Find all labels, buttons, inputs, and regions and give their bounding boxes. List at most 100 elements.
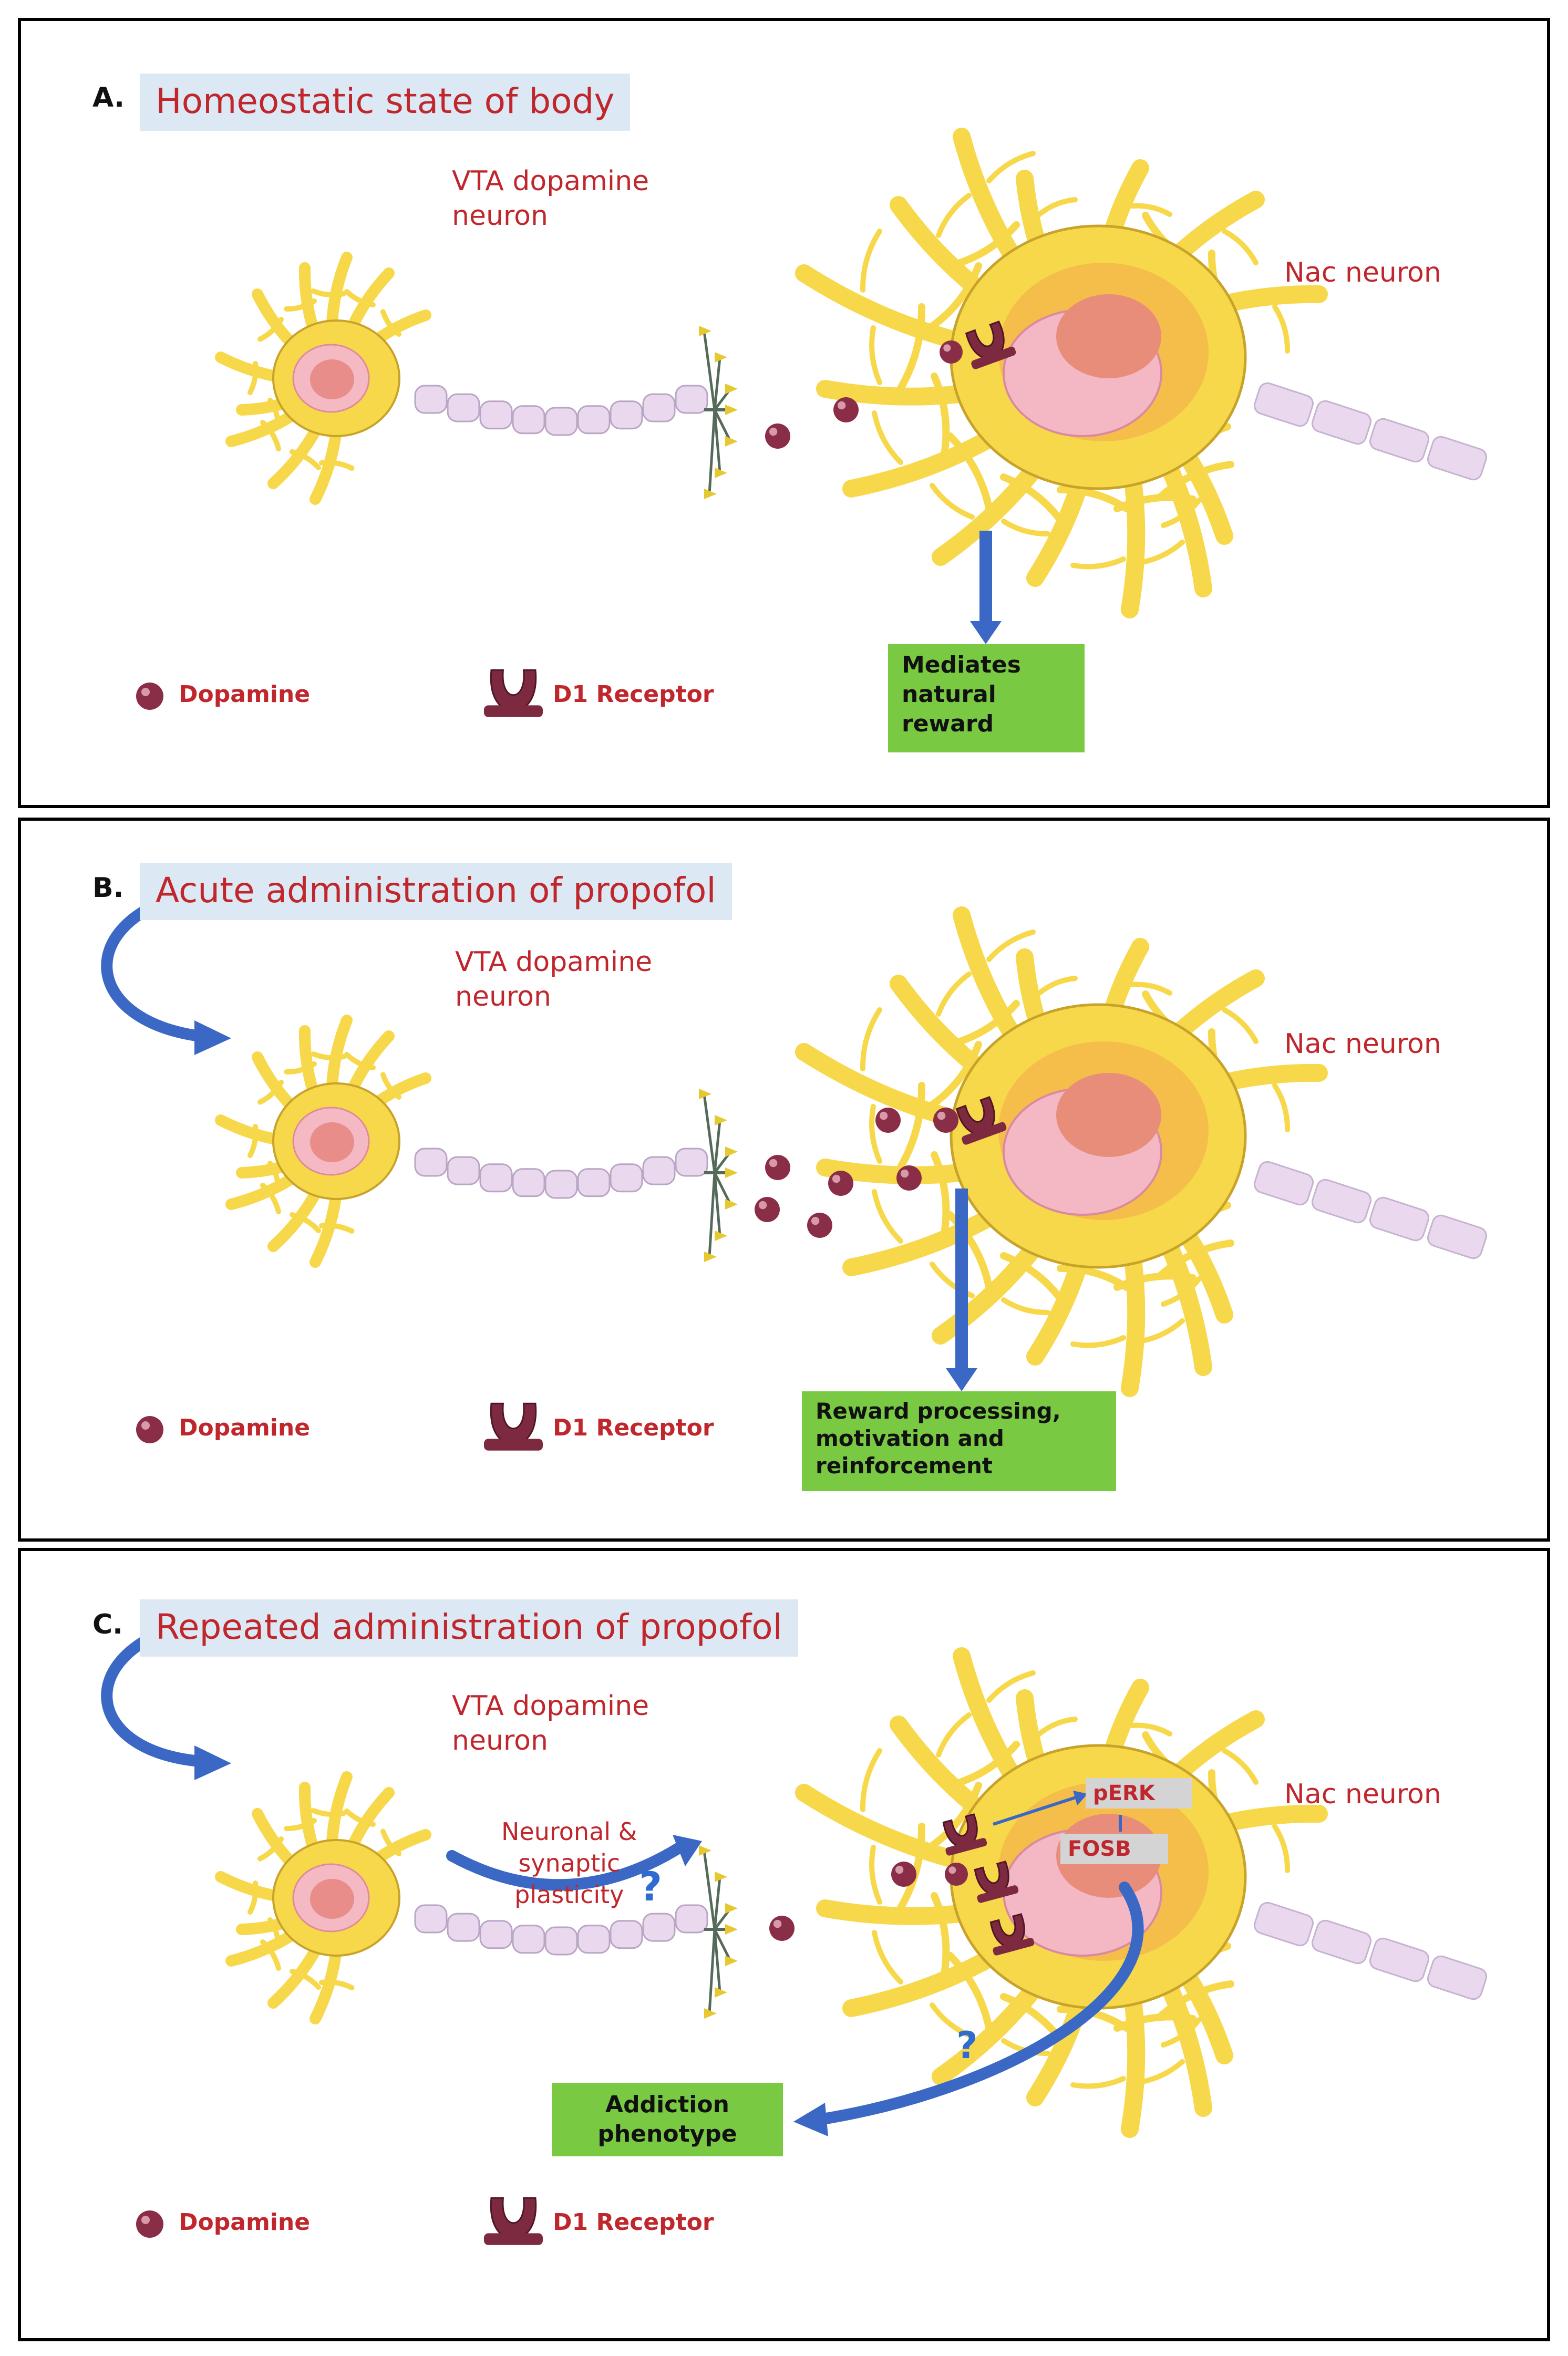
axon-segment xyxy=(642,1913,676,1942)
axon-terminal xyxy=(725,384,738,394)
axon-terminal xyxy=(715,468,727,478)
plasticity-label: Neuronal & synaptic plasticity xyxy=(501,1817,637,1909)
dopamine-molecule xyxy=(769,1916,795,1941)
axon-terminal xyxy=(715,1115,727,1125)
d1-receptor-legend-label: D1 Receptor xyxy=(553,2209,714,2236)
axon-terminal xyxy=(704,2008,717,2019)
d1-receptor xyxy=(484,669,543,717)
panel-title: Repeated administration of propofol xyxy=(140,1599,798,1657)
axon-segment xyxy=(512,1168,545,1197)
axon-segment xyxy=(577,1168,611,1197)
vta-dopamine-neuron xyxy=(215,252,738,505)
axon-terminal xyxy=(699,1089,711,1099)
panel-c: C. Repeated administration of propofol V… xyxy=(18,1548,1550,2341)
outcome-box: Reward processing, motivation and reinfo… xyxy=(802,1391,1116,1491)
vta-neuron-label: VTA dopamine neuron xyxy=(452,1690,649,1756)
dopamine-legend-icon xyxy=(136,2210,163,2238)
axon-segment xyxy=(414,385,448,414)
axon-segment xyxy=(642,393,676,422)
d1-receptor xyxy=(974,1861,1019,1903)
axon-terminal xyxy=(699,1845,711,1856)
nac-neuron xyxy=(795,1647,1488,2138)
axon-segment xyxy=(544,1170,578,1199)
axon-terminal xyxy=(715,352,727,363)
vta-dopamine-neuron xyxy=(215,1771,738,2024)
axon-segment xyxy=(1427,1214,1488,1259)
dopamine-molecule xyxy=(755,1197,780,1222)
axon-terminal xyxy=(725,1167,738,1178)
nac-neuron-label: Nac neuron xyxy=(1284,257,1441,288)
addiction-arrow xyxy=(793,1882,1144,2136)
dopamine-legend-label: Dopamine xyxy=(179,1414,311,1441)
vta-neuron-label: VTA dopamine neuron xyxy=(455,946,653,1012)
axon-segment xyxy=(1369,1937,1430,1982)
axon-segment xyxy=(544,407,578,436)
outcome-box: Mediates natural reward xyxy=(888,644,1085,752)
d1-receptor xyxy=(965,321,1016,369)
axon-segment xyxy=(479,1920,513,1949)
axon-terminal xyxy=(715,1872,727,1882)
axon-segment xyxy=(1427,1955,1488,2000)
axon-segment xyxy=(1311,1179,1372,1224)
axon-segment xyxy=(1253,1161,1314,1206)
dopamine-molecule xyxy=(891,1862,916,1887)
addiction-question-mark: ? xyxy=(956,2024,978,2067)
axon-segment xyxy=(642,1156,676,1185)
down-arrow xyxy=(946,1189,977,1391)
panel-title: Homeostatic state of body xyxy=(140,74,631,131)
axon-segment xyxy=(512,1925,545,1954)
panel-letter: C. xyxy=(92,1609,123,1640)
axon-terminal xyxy=(704,489,717,499)
d1-receptor-legend-icon xyxy=(484,1402,543,1451)
axon-terminal xyxy=(715,1987,727,1998)
axon-segment xyxy=(512,405,545,435)
panel-title: Acute administration of propofol xyxy=(140,863,732,920)
axon-segment xyxy=(447,1913,480,1942)
dopamine-molecule xyxy=(933,1108,958,1133)
axon-segment xyxy=(414,1148,448,1177)
axon-segment xyxy=(1369,1196,1430,1242)
d1-receptor-legend-icon xyxy=(484,2197,543,2245)
dopamine-legend-label: Dopamine xyxy=(179,681,311,708)
panel-a: A. Homeostatic state of body VTA dopamin… xyxy=(18,18,1550,808)
axon-terminal xyxy=(725,1146,738,1157)
dopamine-molecule xyxy=(945,1863,968,1886)
axon-segment xyxy=(447,1156,480,1185)
plasticity-question-mark: ? xyxy=(639,1863,663,1910)
d1-receptor xyxy=(989,1913,1035,1956)
axon-segment xyxy=(1253,1902,1314,1947)
axon-terminal xyxy=(715,1231,727,1241)
dopamine-molecule xyxy=(828,1171,853,1196)
axon-terminal xyxy=(704,1252,717,1262)
axon-segment xyxy=(1253,382,1314,427)
axon-segment xyxy=(675,385,708,414)
panel-b-illustration xyxy=(101,888,1488,1397)
nac-neuron-label: Nac neuron xyxy=(1284,1779,1441,1810)
dopamine-molecule xyxy=(940,340,963,364)
axon-segment xyxy=(447,393,480,422)
axon-terminal xyxy=(725,1956,738,1966)
panel-letter: B. xyxy=(92,872,124,904)
d1-receptor xyxy=(484,2197,543,2245)
outcome-box: Addiction phenotype xyxy=(552,2083,783,2156)
dopamine-molecule xyxy=(896,1165,922,1191)
axon-terminal xyxy=(725,436,738,447)
perk-signal-arrow xyxy=(993,1795,1078,1826)
axon-terminal xyxy=(725,1199,738,1210)
d1-receptor-legend-label: D1 Receptor xyxy=(553,681,714,708)
d1-receptor-legend-icon xyxy=(484,669,543,717)
dopamine-molecule xyxy=(807,1213,832,1238)
down-arrow xyxy=(970,531,1002,644)
axon-segment xyxy=(1311,400,1372,445)
axon-segment xyxy=(610,400,643,430)
axon-segment xyxy=(479,400,513,430)
axon-segment xyxy=(675,1148,708,1177)
axon-segment xyxy=(675,1904,708,1934)
plasticity-arrow xyxy=(446,1835,702,1891)
d1-receptor xyxy=(942,1813,987,1856)
axon-terminal xyxy=(725,1924,738,1935)
axon-segment xyxy=(1369,418,1430,463)
perk-label: pERK xyxy=(1086,1778,1192,1809)
dopamine-legend-icon xyxy=(136,683,163,710)
fosb-label: FOSB xyxy=(1060,1834,1168,1864)
